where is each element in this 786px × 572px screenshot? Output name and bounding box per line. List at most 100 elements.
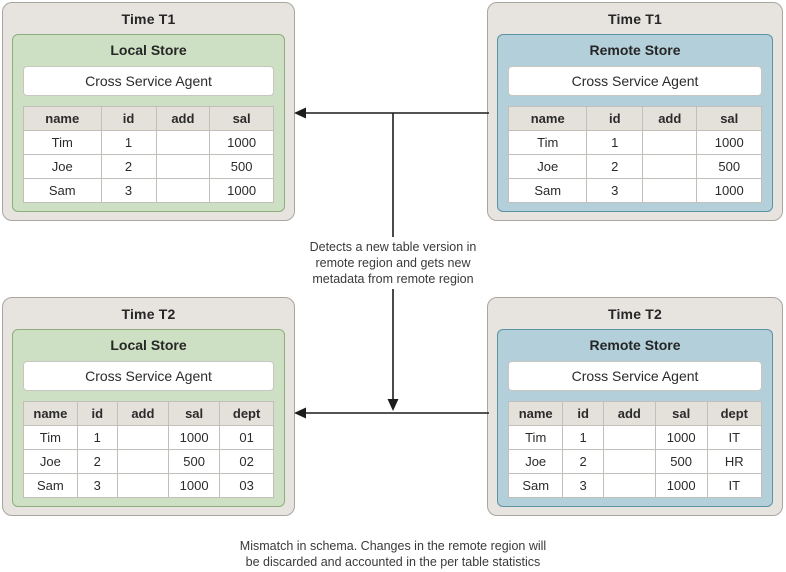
table-cell: 500 (167, 449, 221, 474)
panel-t1-remote-store: Time T1 Remote Store Cross Service Agent… (487, 2, 783, 221)
table-cell (602, 473, 656, 498)
table-cell: 02 (219, 449, 274, 474)
table-cell (602, 425, 656, 450)
table-cell (602, 449, 656, 474)
table-cell: HR (706, 449, 763, 474)
column-header: sal (209, 106, 274, 131)
table-cell: 2 (562, 449, 604, 474)
table-cell: Sam (23, 178, 102, 203)
time-label: Time T2 (607, 306, 663, 322)
table-cell (155, 130, 211, 155)
table-cell: 1000 (696, 130, 762, 155)
table-cell: Tim (507, 425, 564, 450)
table-cell: 1 (562, 425, 604, 450)
column-header: name (23, 106, 102, 131)
table-cell: 03 (219, 473, 274, 498)
cross-service-agent-box: Cross Service Agent (23, 361, 274, 391)
table-cell (642, 178, 698, 203)
mismatch-note-line: be discarded and accounted in the per ta… (245, 555, 541, 569)
table-cell: Tim (23, 425, 78, 450)
column-header: add (155, 106, 211, 131)
sync-note-line: remote region and gets new (315, 256, 471, 270)
table-cell: 1000 (654, 473, 708, 498)
table-cell (155, 154, 211, 179)
table-cell: 2 (100, 154, 157, 179)
table-cell (116, 425, 170, 450)
table-cell: Tim (507, 130, 588, 155)
table-cell: 3 (76, 473, 118, 498)
store-label: Remote Store (589, 337, 681, 353)
table-cell: 500 (696, 154, 762, 179)
column-header: id (562, 401, 604, 426)
table-cell: 1000 (209, 130, 274, 155)
column-header: add (116, 401, 170, 426)
table-cell: 1000 (167, 425, 221, 450)
table-cell (642, 130, 698, 155)
store-label: Remote Store (589, 42, 681, 58)
table-cell: Joe (23, 449, 78, 474)
panel-t2-local-store: Time T2 Local Store Cross Service Agent … (2, 297, 295, 516)
sync-note-line: metadata from remote region (312, 272, 474, 286)
mismatch-note-line: Mismatch in schema. Changes in the remot… (239, 539, 547, 553)
column-header: name (23, 401, 78, 426)
column-header: sal (654, 401, 708, 426)
table-cell: 1000 (696, 178, 762, 203)
cross-service-agent-box: Cross Service Agent (508, 66, 762, 96)
table-cell: 3 (586, 178, 644, 203)
table-cell: 2 (586, 154, 644, 179)
cross-service-agent-box: Cross Service Agent (23, 66, 274, 96)
table-cell: 500 (209, 154, 274, 179)
time-label: Time T2 (121, 306, 176, 322)
column-header: dept (706, 401, 763, 426)
column-header: add (602, 401, 656, 426)
column-header: sal (696, 106, 762, 131)
table-cell: 500 (654, 449, 708, 474)
table-cell: Sam (507, 473, 564, 498)
column-header: name (507, 401, 564, 426)
table-cell: 1000 (654, 425, 708, 450)
panel-t2-remote-store: Time T2 Remote Store Cross Service Agent… (487, 297, 783, 516)
table-cell: Joe (507, 154, 588, 179)
column-header: add (642, 106, 698, 131)
table-cell: IT (706, 425, 763, 450)
table-cell: 2 (76, 449, 118, 474)
store-label: Local Store (110, 337, 187, 353)
table-cell: Sam (507, 178, 588, 203)
left-arrowhead-t2 (294, 407, 306, 419)
sync-note-line: Detects a new table version in (309, 240, 477, 254)
cross-service-agent-box: Cross Service Agent (508, 361, 762, 391)
table-cell: Joe (23, 154, 102, 179)
table-cell (155, 178, 211, 203)
column-header: dept (219, 401, 274, 426)
time-label: Time T1 (121, 11, 176, 27)
table-cell: 1 (586, 130, 644, 155)
table-cell: 1 (100, 130, 157, 155)
table-cell: 01 (219, 425, 274, 450)
table-cell (642, 154, 698, 179)
table-cell: Joe (507, 449, 564, 474)
table-cell: 3 (562, 473, 604, 498)
down-arrowhead (387, 399, 399, 411)
mismatch-note: Mismatch in schema. Changes in the remot… (0, 538, 786, 570)
